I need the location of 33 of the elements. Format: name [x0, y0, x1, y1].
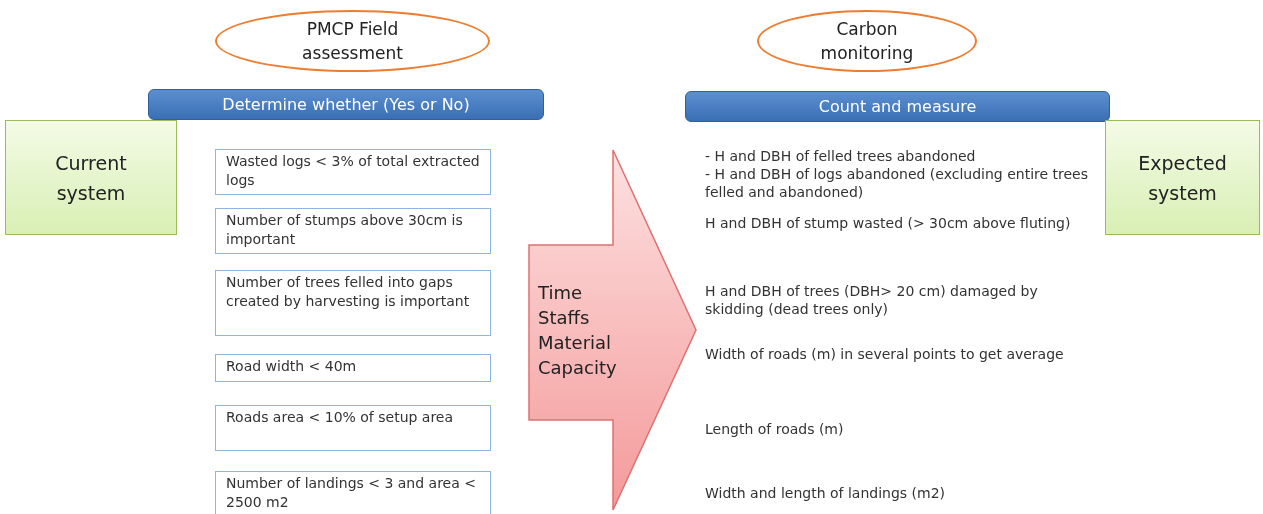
measurement-text: Width and length of landings (m2) [705, 484, 947, 502]
header-text: Count and measure [818, 97, 977, 116]
node-text: PMCP Field assessment [301, 18, 404, 65]
criterion-box [215, 270, 491, 336]
measurement-text: H and DBH of trees (DBH> 20 cm) damaged by skidding (dead trees only) [705, 282, 1039, 318]
header-bar [148, 89, 544, 120]
criterion-box [215, 208, 491, 254]
header-text: Determine whether (Yes or No) [222, 95, 470, 114]
measurement-text: H and DBH of stump wasted (> 30cm above fluting) [705, 214, 1072, 232]
node-text: Time Staffs Material Capacity [538, 281, 618, 380]
criterion-box [215, 354, 491, 382]
node-text: Number of landings < 3 and area < 2500 m2 [226, 474, 477, 512]
measurement-text: Length of roads (m) [705, 420, 845, 438]
node-text: Expected system [1137, 150, 1228, 206]
node-text: Number of stumps above 30cm is important [226, 211, 464, 249]
node-text: Road width < 40m [226, 357, 358, 376]
node-text: Wasted logs < 3% of total extracted logs [226, 152, 480, 190]
system-box [5, 120, 177, 235]
measurement-text: - H and DBH of logs abandoned (excluding entire trees felled and abandoned) [705, 165, 1089, 201]
node-text: Number of trees felled into gaps created by harvesting is important [226, 273, 471, 311]
block-arrow [528, 148, 698, 512]
heading-ellipse [757, 10, 977, 72]
criterion-box [215, 149, 491, 195]
header-bar [685, 91, 1110, 122]
measurement-text: Width of roads (m) in several points to get average [705, 345, 1065, 363]
node-text: Carbon monitoring [819, 18, 915, 65]
heading-ellipse [215, 10, 490, 72]
measurement-text: - H and DBH of felled trees abandoned [705, 147, 977, 165]
node-text: Current system [54, 150, 128, 206]
criterion-box [215, 405, 491, 451]
node-text: Roads area < 10% of setup area [226, 408, 455, 427]
criterion-box [215, 471, 491, 514]
system-box [1105, 120, 1260, 235]
